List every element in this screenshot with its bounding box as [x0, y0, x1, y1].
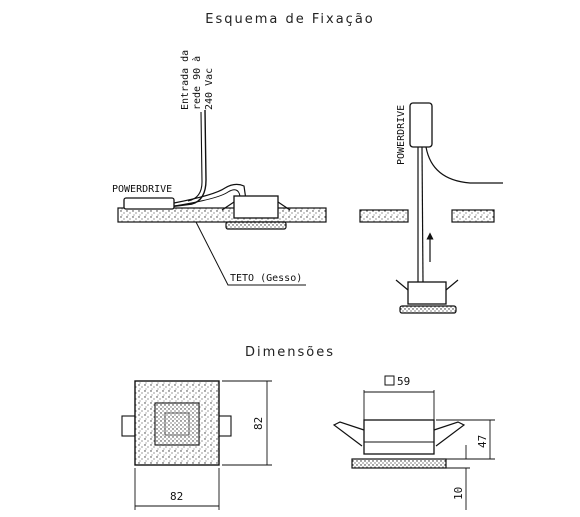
ceiling-slab-right-a — [359, 209, 409, 223]
height-10-label: 10 — [452, 487, 465, 500]
powerdrive-right — [409, 102, 433, 148]
ceiling-slab-left — [117, 207, 327, 223]
side-view: 59 47 10 — [332, 375, 495, 510]
ceiling-label: TETO (Gesso) — [230, 273, 302, 284]
mains-input-line3: 240 Vac — [204, 68, 215, 110]
square-size-label: 59 — [397, 375, 410, 388]
square-outline-icon — [384, 375, 395, 386]
mains-input-line1: Entrada da — [180, 50, 191, 110]
top-view: 82 82 — [121, 380, 272, 510]
clip-left — [121, 415, 136, 437]
mains-input-line2: rede 90 à — [191, 56, 203, 110]
trim-side — [351, 458, 447, 469]
width-dimension-label: 82 — [170, 490, 183, 503]
ceiling-slab-right-b — [451, 209, 495, 223]
powerdrive-right-label: POWERDRIVE — [396, 105, 407, 165]
fixing-scheme-title: Esquema de Fixação — [205, 12, 375, 27]
height-47-label: 47 — [476, 435, 489, 448]
luminaire-trim-left — [225, 221, 287, 230]
clip-right — [217, 415, 232, 437]
luminaire-body-side — [363, 419, 435, 455]
luminaire-trim-right — [399, 305, 457, 314]
luminaire-body-left — [233, 195, 279, 219]
inner-square-top-view — [154, 402, 200, 446]
right-installation: POWERDRIVE — [359, 102, 503, 314]
left-installation: Entrada da rede 90 à 240 Vac POWERDRIVE … — [112, 50, 327, 286]
powerdrive-left-label: POWERDRIVE — [112, 184, 172, 195]
powerdrive-left — [123, 197, 175, 210]
height-dimension-label: 82 — [252, 417, 265, 430]
dimensions-title: Dimensões — [244, 345, 336, 360]
luminaire-body-right — [407, 281, 447, 305]
